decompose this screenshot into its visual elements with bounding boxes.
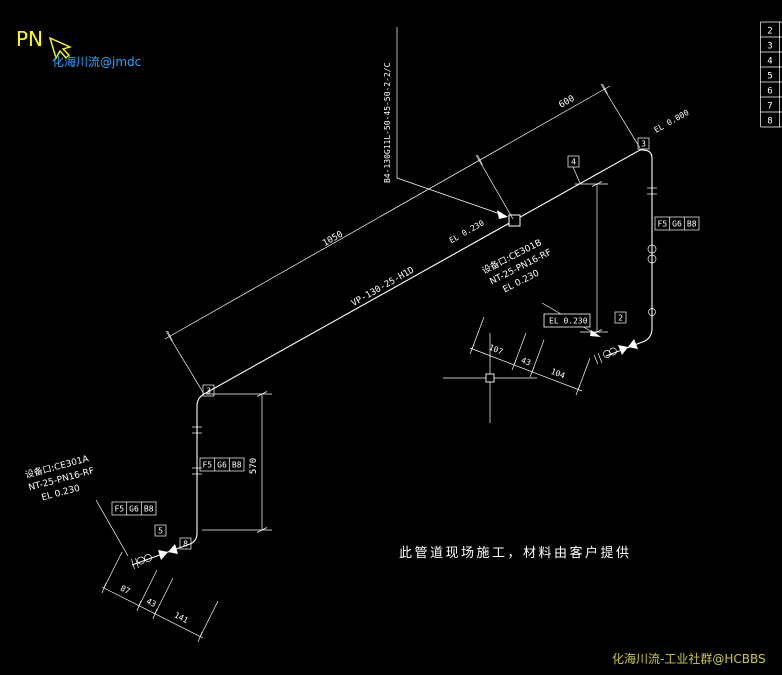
valve-assembly-right <box>541 187 657 365</box>
leader-arrowhead <box>497 210 508 219</box>
elevation-box-right: EL 0.230 <box>543 313 591 328</box>
dimension-right-vertical <box>575 181 608 335</box>
arrow-cursor-icon <box>48 36 73 60</box>
dimension-value: 104 <box>550 367 567 381</box>
equipment-annotation-right: 设备口:CE301B NT-25-PN16-RF EL 0.230 <box>480 236 553 295</box>
fitting-tag-left-mid: F5 G6 B8 <box>199 457 245 472</box>
dimension-chain-left: 87 43 141 <box>101 551 219 643</box>
dimension-value-1050: 1050 <box>321 230 345 249</box>
watermark-top: 化海川流@jmdc <box>52 54 141 69</box>
branch-tee-fitting <box>508 214 521 227</box>
flange-icon <box>603 350 611 358</box>
dimension-run: 1050 600 <box>164 83 641 395</box>
flange-icon <box>137 556 145 565</box>
fitting-tag-right: F5 G6 B8 <box>654 216 700 231</box>
flange-icon <box>647 254 657 264</box>
balloon-number: 5 <box>158 527 163 536</box>
table-row: 2 <box>767 27 772 37</box>
flange-icon <box>144 554 152 562</box>
table-row: 8 <box>767 117 772 127</box>
elevation-label-branch: EL 0.230 <box>448 218 486 245</box>
dimension-value-570: 570 <box>249 458 259 474</box>
elevation-label-boxed: EL 0.230 <box>549 317 588 326</box>
table-row: 4 <box>767 57 772 67</box>
tag-cell: F5 <box>114 505 124 514</box>
branch-line-number: B4-130G11L-50-45-50-2-2/C <box>383 62 392 183</box>
watermark-bottom: 化海川流-工业社群@HCBBS <box>612 651 766 666</box>
balloon-number: 2 <box>618 314 623 323</box>
table-row: 7 <box>767 102 772 112</box>
valve-icon <box>158 550 168 560</box>
construction-note: 此管道现场施工，材料由客户提供 <box>399 545 632 561</box>
valve-icon <box>628 339 638 349</box>
table-row: 3 <box>767 42 772 52</box>
branch-line: B4-130G11L-50-45-50-2-2/C <box>383 27 508 219</box>
table-row: 5 <box>767 72 772 82</box>
dimension-value: 87 <box>119 584 132 596</box>
valve-icon <box>168 544 178 554</box>
tag-cell: B8 <box>232 461 242 470</box>
dimension-left-vertical: 570 <box>202 391 272 533</box>
tag-cell: G6 <box>129 505 139 514</box>
osnap-label: PN <box>16 27 43 51</box>
fitting-tag-bottom-left: F5 G6 B8 <box>111 501 157 516</box>
tag-cell: G6 <box>672 220 682 229</box>
valve-icon <box>618 345 628 355</box>
tag-cell: F5 <box>202 461 212 470</box>
tag-cell: B8 <box>687 220 697 229</box>
valve-assembly-left <box>131 426 202 570</box>
dimension-value: 43 <box>520 356 532 368</box>
flange-icon <box>647 244 657 254</box>
tag-cell: F5 <box>657 220 667 229</box>
elevation-label-top-right: EL 0.000 <box>653 108 691 135</box>
balloon-number: 3 <box>206 387 211 396</box>
dimension-value: 43 <box>145 597 158 609</box>
pipe-line-number: VP-130-25-H1D <box>350 266 416 309</box>
leader-arrowhead <box>590 330 601 337</box>
leader-line-left <box>95 499 129 557</box>
pickbox <box>485 373 495 383</box>
item-balloons: 3 4 2 3 8 5 <box>154 137 650 550</box>
pipe-run <box>131 149 653 566</box>
crosshair-cursor <box>443 333 537 423</box>
tag-cell: G6 <box>217 461 227 470</box>
flange-icon <box>648 308 656 316</box>
equipment-annotation-left: 设备口:CE301A NT-25-PN16-RF EL 0.230 <box>24 452 96 503</box>
dimension-value: 141 <box>173 610 190 625</box>
dimension-chain-right: 107 43 104 <box>469 316 591 396</box>
balloon-number: 8 <box>183 540 188 549</box>
tag-cell: B8 <box>144 505 154 514</box>
balloon-number: 4 <box>571 158 576 167</box>
dimension-value-600: 600 <box>557 94 576 111</box>
table-row: 6 <box>767 87 772 97</box>
item-number-table: 2 3 4 5 6 7 8 <box>760 21 782 128</box>
balloon-number: 3 <box>641 140 646 149</box>
